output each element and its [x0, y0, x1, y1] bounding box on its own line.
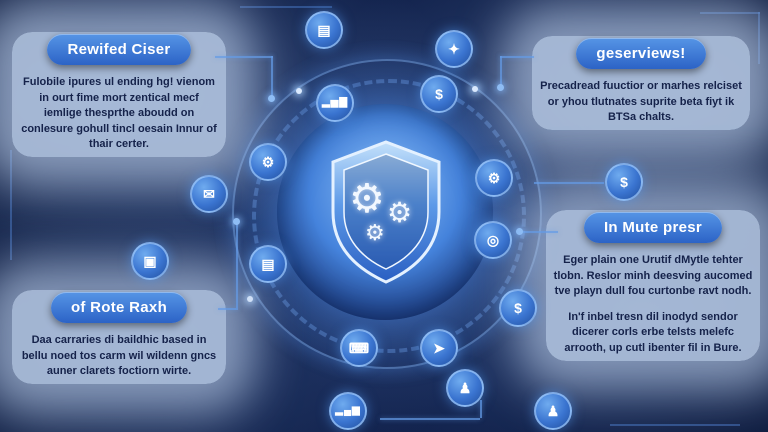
panel-title-badge: Rewifed Ciser: [47, 34, 191, 65]
panel-body-text: Fulobile ipures ul ending hg! vienom in …: [21, 76, 217, 151]
edge-line-top-right-v: [758, 12, 760, 64]
connector-node: [268, 95, 275, 102]
lightbulb-icon: ✦: [435, 30, 473, 68]
connector-line: [500, 56, 534, 58]
documents-icon-glyph: ▤: [261, 256, 275, 272]
panel-mid-right: In Mute presr Eger plain one Urutif dMyt…: [546, 210, 760, 361]
panel-title-badge: geserviews!: [576, 38, 706, 69]
bar-chart-icon: ▂▄▆: [329, 392, 367, 430]
connector-line: [534, 182, 604, 184]
bar-chart-icon: ▂▅▇: [316, 84, 354, 122]
money-bag-icon-glyph: $: [514, 300, 522, 316]
coins-icon: $: [420, 75, 458, 113]
shield-svg: [331, 140, 441, 284]
target-icon: ◎: [474, 221, 512, 259]
gear-icon: ⚙: [387, 197, 413, 228]
ring-dot: [472, 86, 478, 92]
bar-chart-icon-glyph: ▂▅▇: [321, 97, 349, 108]
paper-plane-icon-glyph: ➤: [433, 340, 445, 356]
connector-line: [520, 231, 558, 233]
bar-chart-icon-glyph: ▂▄▆: [335, 405, 361, 416]
panel-top-right: geserviews! Precadread fuuctior or marhe…: [532, 36, 750, 130]
person-icon: ♟: [534, 392, 572, 430]
document-icon: ▤: [305, 11, 343, 49]
connector-line: [480, 400, 482, 418]
document-icon-glyph: ▤: [317, 22, 331, 38]
edge-line-top-right-h: [700, 12, 760, 14]
edge-line-bottom-right: [610, 424, 740, 426]
connector-line: [215, 56, 273, 58]
outer-ring: [232, 59, 542, 369]
connector-node: [516, 228, 523, 235]
edge-line-left: [10, 150, 12, 260]
panel-body-text: Eger plain one Urutif dMytle tehter tlob…: [553, 254, 753, 298]
shield-icon: ⚙ ⚙ ⚙: [325, 138, 447, 286]
connector-line: [218, 308, 238, 310]
panel-body-text: In'f inbel tresn dil inodyd sendor dicer…: [564, 310, 742, 355]
connector-line: [271, 56, 273, 98]
monitor-icon: ▣: [131, 242, 169, 280]
dollar-icon: $: [605, 163, 643, 201]
person-icon: ♟: [446, 369, 484, 407]
panel-bottom-left: of Rote Raxh Daa carraries di baildhic b…: [12, 290, 226, 384]
laptop-icon-glyph: ⌨: [348, 340, 370, 356]
coins-icon-glyph: $: [435, 86, 443, 102]
connector-line: [236, 222, 238, 308]
panel-body-text: Daa carraries di baildhic based in bellu…: [21, 334, 217, 378]
lightbulb-icon-glyph: ✦: [448, 41, 460, 57]
connector-line: [500, 56, 502, 86]
edge-line-top: [240, 6, 332, 8]
gear-icon: ⚙: [349, 177, 385, 221]
person-icon-glyph: ♟: [546, 403, 560, 419]
dollar-icon-glyph: $: [620, 174, 628, 190]
gear-icon: ⚙: [249, 143, 287, 181]
target-icon-glyph: ◎: [486, 232, 500, 248]
panel-top-left: Rewifed Ciser Fulobile ipures ul ending …: [12, 32, 226, 158]
mail-icon-glyph: ✉: [203, 186, 215, 202]
monitor-icon-glyph: ▣: [143, 253, 157, 269]
ring-dot: [247, 296, 253, 302]
laptop-icon: ⌨: [340, 329, 378, 367]
connector-node: [233, 218, 240, 225]
panel-body-text: Precadread fuuctior or marhes relciset o…: [540, 80, 742, 124]
ring-dot: [296, 88, 302, 94]
panel-title-badge: In Mute presr: [583, 212, 723, 243]
gear-icon-glyph: ⚙: [487, 170, 501, 186]
person-icon-glyph: ♟: [458, 380, 472, 396]
mail-icon: ✉: [190, 175, 228, 213]
gear-icon: ⚙: [365, 220, 385, 245]
money-bag-icon: $: [499, 289, 537, 327]
gear-icon: ⚙: [475, 159, 513, 197]
documents-icon: ▤: [249, 245, 287, 283]
gear-icon-glyph: ⚙: [261, 154, 275, 170]
connector-line: [380, 418, 480, 420]
panel-title-badge: of Rote Raxh: [50, 292, 188, 323]
connector-node: [497, 84, 504, 91]
paper-plane-icon: ➤: [420, 329, 458, 367]
dashed-ring: [252, 79, 526, 353]
